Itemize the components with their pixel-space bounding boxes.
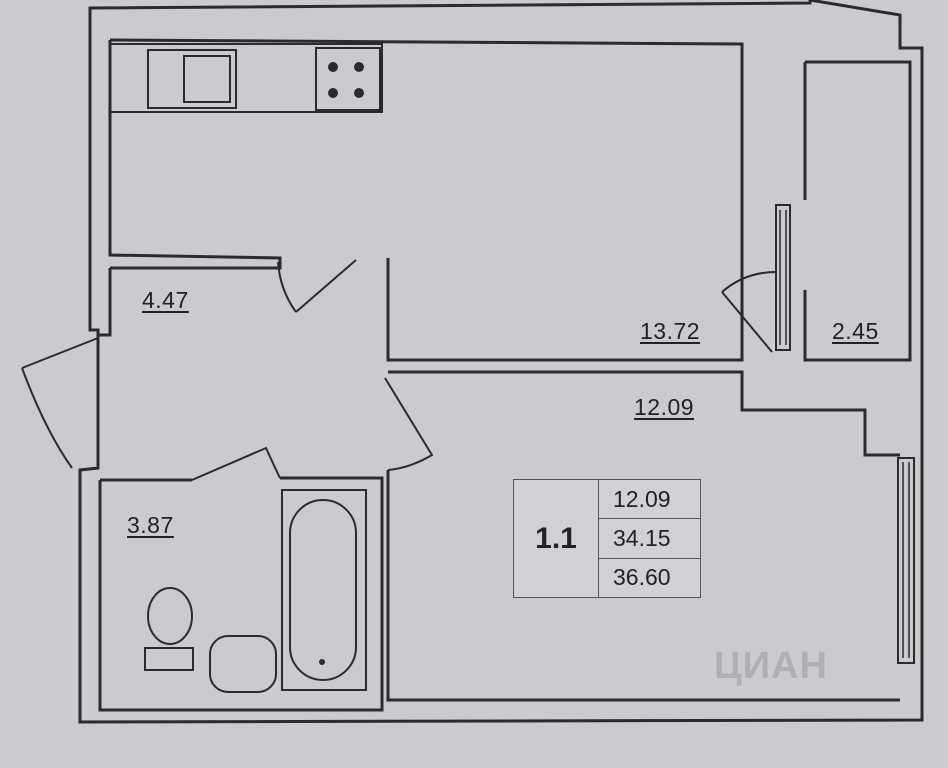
bathtub [281,489,367,691]
total-with-loggia-value: 36.60 [599,557,700,597]
kitchen-door [277,259,357,313]
burner-icon [328,62,338,72]
drain-icon [319,659,325,665]
toilet-tank [144,647,194,671]
watermark-logo: ЦИАН [714,645,828,687]
balcony-door [721,271,777,353]
bathtub-inner [289,499,357,681]
total-area-value: 34.15 [599,518,700,557]
living-top-wall [388,370,900,457]
stove [315,47,381,111]
apartment-type: 1.1 [514,480,599,597]
living-room-area: 12.09 [634,394,695,420]
living-window-inner [902,462,910,658]
living-door [384,377,434,471]
burner-icon [354,62,364,72]
burner-icon [328,88,338,98]
living-left-wall [386,470,900,702]
hall-left-wall [98,268,112,337]
entrance-door [21,337,99,469]
living-window [897,457,915,664]
washbasin [209,635,277,693]
loggia-wall [803,60,912,362]
bath-walls [98,476,384,712]
sink-basin [183,55,231,103]
toilet [147,587,193,645]
kitchen-area: 13.72 [640,318,701,344]
hallway-area: 4.47 [142,287,189,313]
kitchen-window [775,204,791,351]
hall-wall [108,40,282,270]
living-area-value: 12.09 [613,485,671,512]
sink [147,49,237,109]
inner-outer-wall [109,38,744,362]
bath-door [191,446,281,481]
loggia-area: 2.45 [832,318,879,344]
kitchen-counter [109,43,383,113]
kitchen-window-inner [779,210,787,345]
area-values: 12.09 34.15 36.60 [599,480,700,597]
outer-wall [78,0,924,724]
burner-icon [354,88,364,98]
apartment-summary-table: 1.1 12.09 34.15 36.60 [513,479,701,598]
bathroom-area: 3.87 [127,512,174,538]
